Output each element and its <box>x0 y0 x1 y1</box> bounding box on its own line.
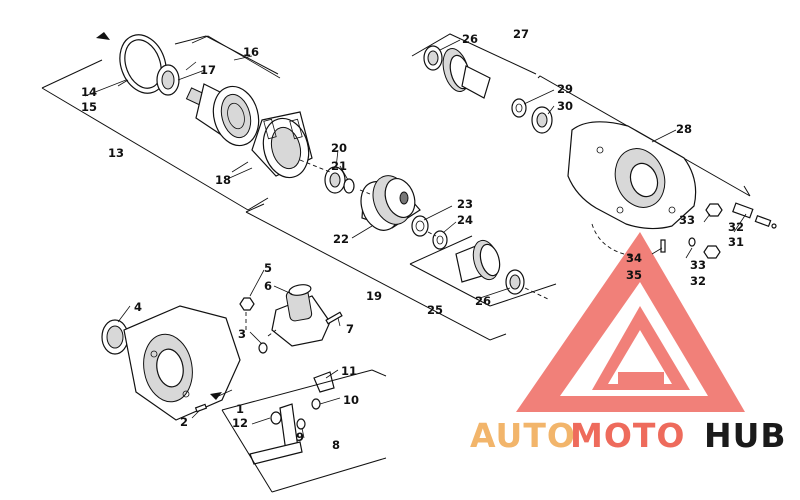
arrow-icon <box>96 32 110 40</box>
callout-28: 28 <box>676 122 692 136</box>
callout-6: 6 <box>264 279 272 293</box>
output-drum-part <box>185 83 260 147</box>
callout-25: 25 <box>427 303 443 317</box>
gear-shaft-25-part <box>455 239 501 283</box>
watermark-logo <box>516 232 745 412</box>
callout-18: 18 <box>215 173 231 187</box>
seal-4-part <box>101 319 129 355</box>
washer-9-part <box>296 418 306 430</box>
callout-32-lower: 32 <box>690 274 706 288</box>
callout-9: 9 <box>296 430 304 444</box>
snap-ring-part <box>96 32 167 94</box>
dowel-34-part <box>660 239 666 253</box>
callout-5: 5 <box>264 261 272 275</box>
callout-4: 4 <box>134 300 142 314</box>
arrow-icon <box>210 392 222 400</box>
bearing-20-part <box>324 166 346 194</box>
right-case-28-part <box>567 121 697 230</box>
callout-34: 34 <box>626 251 642 265</box>
callout-10: 10 <box>343 393 359 407</box>
callout-7: 7 <box>346 322 354 336</box>
callout-30: 30 <box>557 99 573 113</box>
leader-lines <box>84 39 747 439</box>
callout-16: 16 <box>243 45 259 59</box>
watermark-wordmark: AUTO MOTO HUB <box>470 416 787 455</box>
washer-24-part <box>432 230 448 250</box>
actuator-6-part <box>271 284 331 347</box>
watermark-moto: MOTO <box>570 416 685 455</box>
callout-15: 15 <box>81 100 97 114</box>
callout-29: 29 <box>557 82 573 96</box>
bearing-26-lower-part <box>505 269 525 295</box>
pin-3-part <box>258 342 268 354</box>
pin-2-part <box>194 403 208 413</box>
callout-3: 3 <box>238 327 246 341</box>
callout-26-lower: 26 <box>475 294 491 308</box>
callout-17: 17 <box>200 63 216 77</box>
left-case-1-part <box>123 305 241 421</box>
bolt-32-lower-part <box>703 245 721 259</box>
callout-13: 13 <box>108 146 124 160</box>
callout-26-upper: 26 <box>462 32 478 46</box>
callout-24: 24 <box>457 213 473 227</box>
seal-29-part <box>511 98 527 118</box>
callout-31: 31 <box>728 235 744 249</box>
bearing-17-part <box>156 64 180 96</box>
callout-35: 35 <box>626 268 642 282</box>
callout-33-upper: 33 <box>679 213 695 227</box>
lever-11-part <box>313 371 335 393</box>
bolt-10-part <box>311 398 321 410</box>
shaft-gear-27-part <box>442 48 491 99</box>
callout-20: 20 <box>331 141 347 155</box>
washer-33-part <box>688 237 696 247</box>
washer-23-part <box>411 215 429 237</box>
clutch-22-part <box>360 175 421 231</box>
callout-33-lower: 33 <box>690 258 706 272</box>
callout-23: 23 <box>457 197 473 211</box>
bolt-32-upper-part <box>705 203 723 217</box>
bolt-7-part <box>325 311 343 325</box>
callout-2: 2 <box>180 415 188 429</box>
nut-5-part <box>239 297 255 311</box>
callout-27: 27 <box>513 27 529 41</box>
callout-19: 19 <box>366 289 382 303</box>
callout-1: 1 <box>236 402 244 416</box>
callout-12: 12 <box>232 416 248 430</box>
callout-8: 8 <box>332 438 340 452</box>
cage-18-part <box>251 111 313 179</box>
bearing-26-upper-part <box>423 45 443 71</box>
bearing-30-part <box>531 106 553 134</box>
callout-32-upper: 32 <box>728 220 744 234</box>
watermark-auto: AUTO <box>470 416 576 455</box>
sensor-31-part <box>732 202 777 229</box>
shift-fork-8-part <box>249 403 303 465</box>
watermark-hub: HUB <box>704 416 787 455</box>
callout-labels: 1 2 3 4 5 6 7 8 9 10 11 12 13 14 15 16 1… <box>81 27 744 452</box>
washer-21-part <box>343 178 355 194</box>
callout-14: 14 <box>81 85 97 99</box>
callout-21: 21 <box>331 159 347 173</box>
callout-11: 11 <box>341 364 357 378</box>
callout-22: 22 <box>333 232 349 246</box>
